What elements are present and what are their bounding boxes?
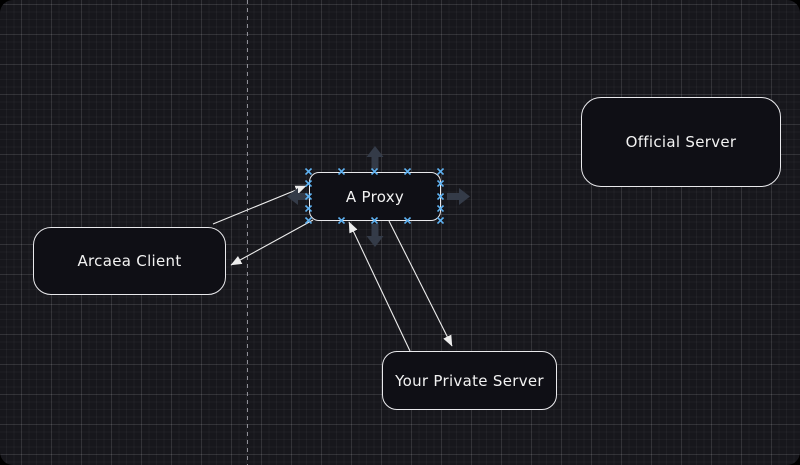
node-label: Arcaea Client [77, 252, 182, 270]
node-label: A Proxy [345, 187, 405, 206]
node-official-server[interactable]: Official Server [581, 97, 781, 187]
connection-point-marker[interactable] [305, 168, 312, 175]
page-boundary-divider [247, 0, 248, 465]
edge-client-to-proxy[interactable] [212, 185, 307, 225]
quick-connect-down-arrow[interactable] [366, 224, 384, 247]
node-label: Official Server [625, 133, 737, 151]
quick-connect-up-arrow[interactable] [366, 146, 384, 169]
connection-point-marker[interactable] [404, 168, 411, 175]
connection-point-marker[interactable] [371, 168, 378, 175]
node-label: Your Private Server [395, 371, 544, 390]
connection-point-marker[interactable] [305, 217, 312, 224]
quick-connect-right-arrow[interactable] [447, 188, 470, 205]
connection-point-marker[interactable] [338, 217, 345, 224]
connection-point-marker[interactable] [305, 180, 312, 188]
connection-point-marker[interactable] [437, 180, 444, 188]
connection-point-marker[interactable] [437, 168, 444, 175]
connection-point-marker[interactable] [371, 217, 378, 224]
connection-point-marker[interactable] [305, 192, 312, 200]
node-arcaea-client[interactable]: Arcaea Client [33, 227, 226, 295]
connection-point-marker[interactable] [305, 204, 312, 212]
node-a-proxy[interactable]: A Proxy [309, 172, 441, 221]
connection-point-marker[interactable] [404, 217, 411, 224]
node-your-private-server[interactable]: Your Private Server [382, 351, 557, 410]
edge-proxy-to-client[interactable] [230, 219, 314, 266]
connection-point-marker[interactable] [338, 168, 345, 175]
edge-private-server-to-proxy[interactable] [348, 221, 411, 352]
connection-point-marker[interactable] [437, 204, 444, 212]
edge-proxy-to-private-server[interactable] [388, 220, 453, 347]
connection-point-marker[interactable] [437, 192, 444, 200]
connection-point-marker[interactable] [437, 217, 444, 224]
